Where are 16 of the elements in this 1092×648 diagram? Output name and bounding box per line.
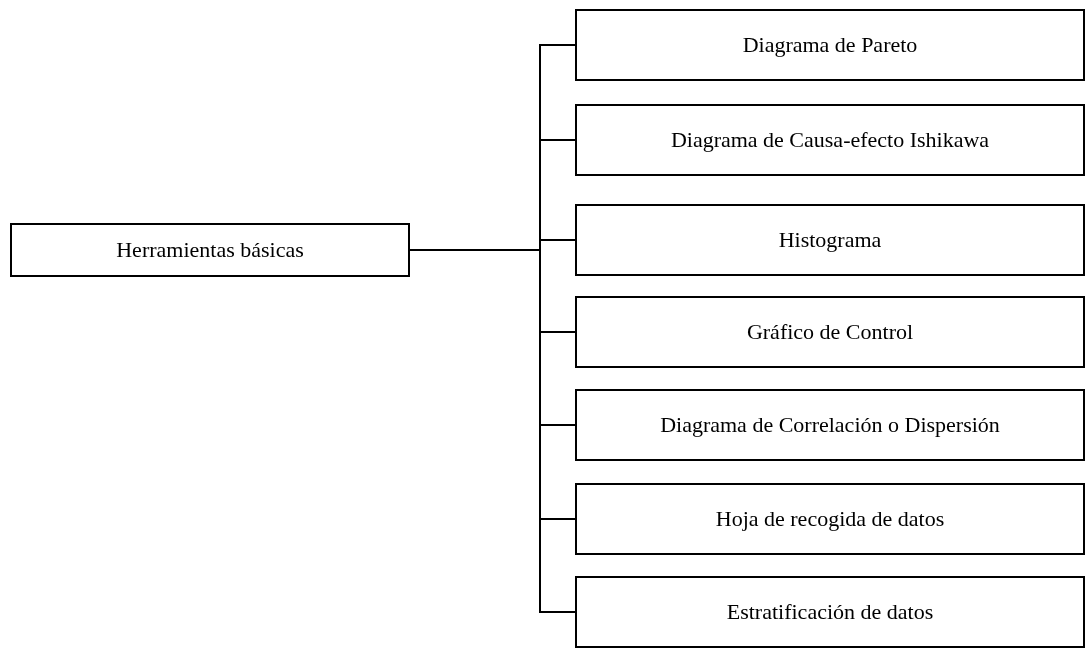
box-label: Hoja de recogida de datos: [715, 506, 945, 532]
box-label: Estratificación de datos: [726, 599, 934, 625]
root-box: [10, 223, 410, 277]
box-label: Herramientas básicas: [116, 237, 304, 263]
tool-box: [575, 576, 1085, 648]
box-label: Diagrama de Causa-efecto Ishikawa: [670, 127, 990, 153]
box-label: Gráfico de Control: [746, 319, 914, 345]
tool-box: [575, 204, 1085, 276]
tool-box: [575, 389, 1085, 461]
box-label: Histograma: [778, 227, 882, 253]
tool-box: [575, 104, 1085, 176]
tool-box: [575, 483, 1085, 555]
tool-box: [575, 296, 1085, 368]
box-label: Diagrama de Correlación o Dispersión: [660, 412, 1000, 438]
tool-box: [575, 9, 1085, 81]
box-label: Diagrama de Pareto: [742, 32, 918, 58]
